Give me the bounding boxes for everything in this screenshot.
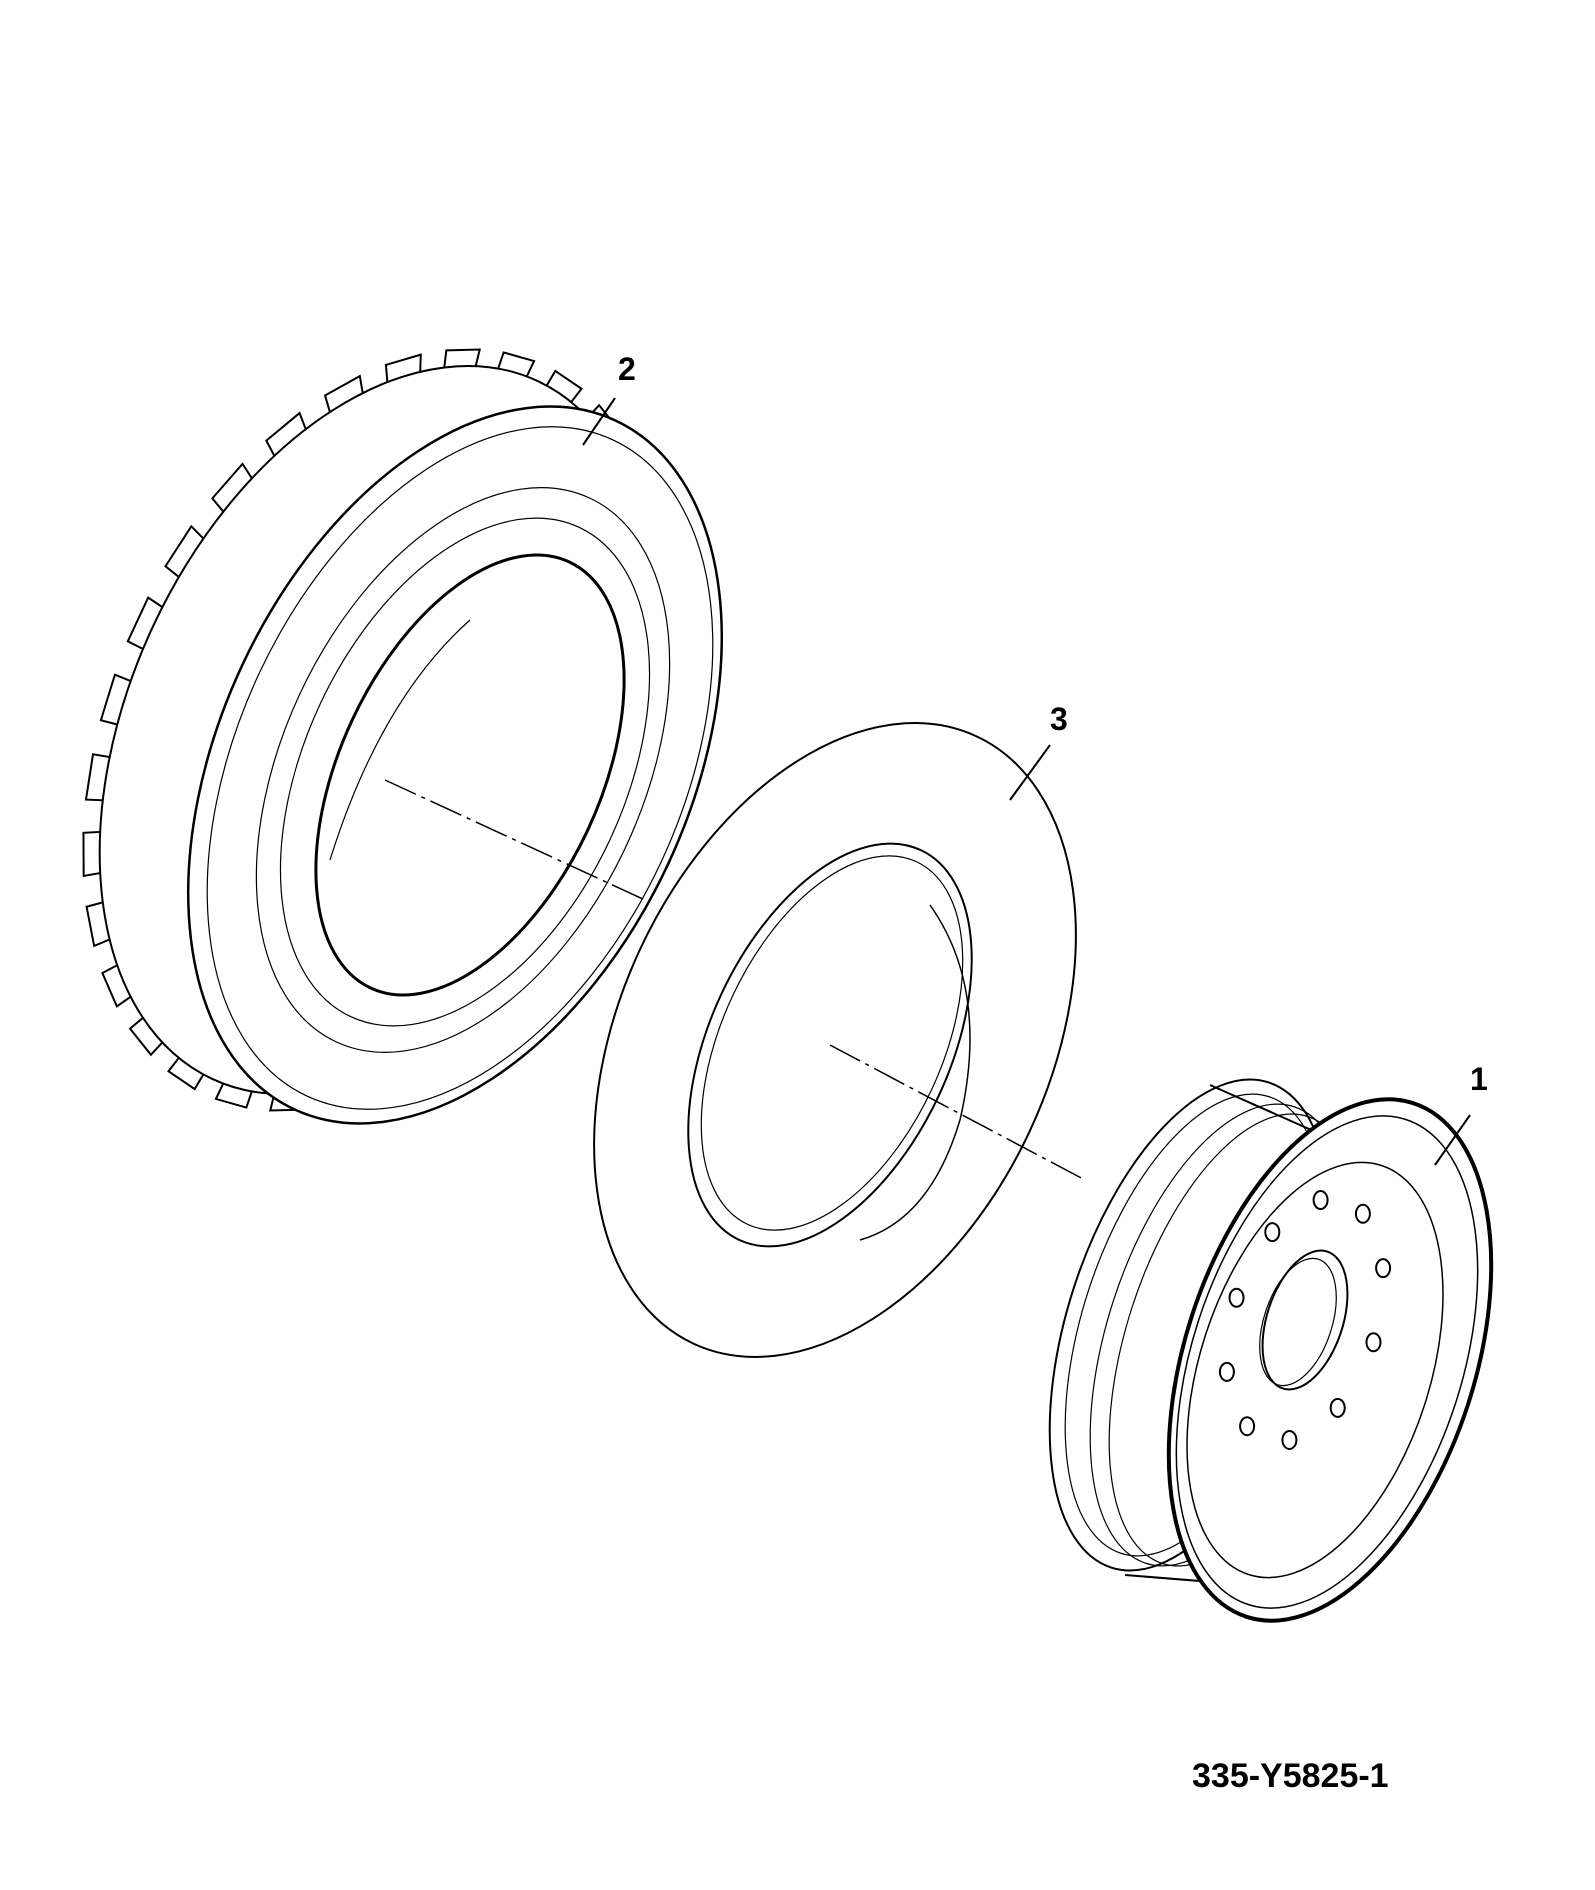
wheel-rim <box>1048 1078 1494 1623</box>
tyre-sidewall-ring-2 <box>255 487 671 1053</box>
rim-disc-edge <box>1186 1161 1444 1579</box>
tyre <box>82 348 723 1125</box>
stud-hole <box>1312 1190 1329 1211</box>
leader-tyre <box>582 397 616 446</box>
callout-2: 2 <box>618 351 636 387</box>
stud-hole <box>1228 1287 1245 1308</box>
tyre-sidewall-ring-3 <box>279 517 651 1027</box>
rim-stud-holes <box>1218 1190 1392 1450</box>
rim-centre-bore-depth <box>1259 1257 1337 1387</box>
tyre-sidewall-ring-1 <box>206 426 714 1110</box>
flap <box>593 722 1077 1358</box>
stud-hole <box>1281 1429 1298 1450</box>
centre-line-flap-to-wheel <box>829 1044 1086 1181</box>
callout-1: 1 <box>1470 1061 1488 1097</box>
stud-hole <box>1239 1416 1256 1437</box>
flap-inner-depth <box>859 904 971 1241</box>
tyre-sidewall-outer <box>187 405 723 1125</box>
stud-hole <box>1264 1222 1281 1243</box>
stud-hole <box>1218 1361 1235 1382</box>
flap-outer-edge <box>593 722 1077 1358</box>
tyre-inner-wall <box>329 619 471 861</box>
leader-flap <box>1009 744 1051 801</box>
stud-hole <box>1365 1332 1382 1353</box>
tyre-bead-opening <box>314 553 626 997</box>
stud-hole <box>1375 1258 1392 1279</box>
rim-front-flange-inner <box>1175 1115 1479 1609</box>
rim-front-flange <box>1166 1097 1494 1623</box>
leader-wheel <box>1434 1114 1471 1166</box>
callout-leaders <box>582 397 1471 1166</box>
figure-code: 335-Y5825-1 <box>1192 1757 1389 1795</box>
stud-hole <box>1329 1397 1346 1418</box>
callout-3: 3 <box>1050 701 1068 737</box>
rim-centre-bore <box>1261 1249 1349 1391</box>
stud-hole <box>1354 1203 1371 1224</box>
assembly-centre-line <box>384 779 1086 1181</box>
flap-inner-ring <box>700 855 964 1231</box>
centre-line-tyre-to-flap <box>384 779 646 901</box>
flap-inner-edge <box>687 842 973 1248</box>
